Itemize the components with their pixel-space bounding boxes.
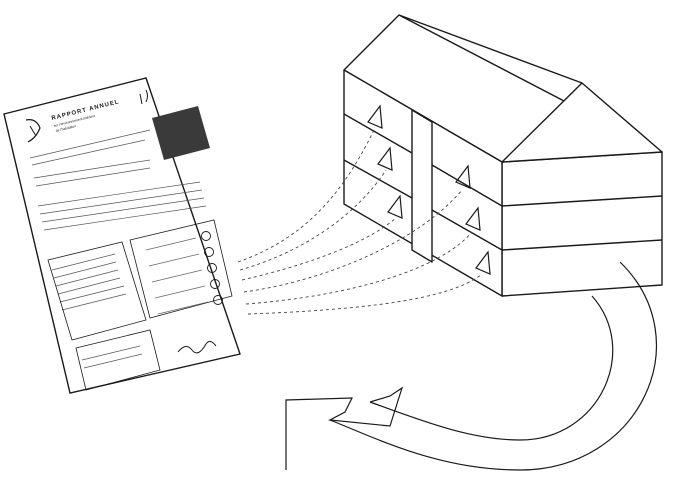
report-row-icon [202,232,211,241]
house-gable-wall [502,152,662,296]
flow-line [248,274,482,314]
house [344,15,662,296]
house-central-shaft [412,110,432,262]
flow-line [242,218,396,280]
report-document: RAPPORT ANNUEL sur l'environnement intér… [4,78,240,393]
cycle-arrow [286,262,656,470]
